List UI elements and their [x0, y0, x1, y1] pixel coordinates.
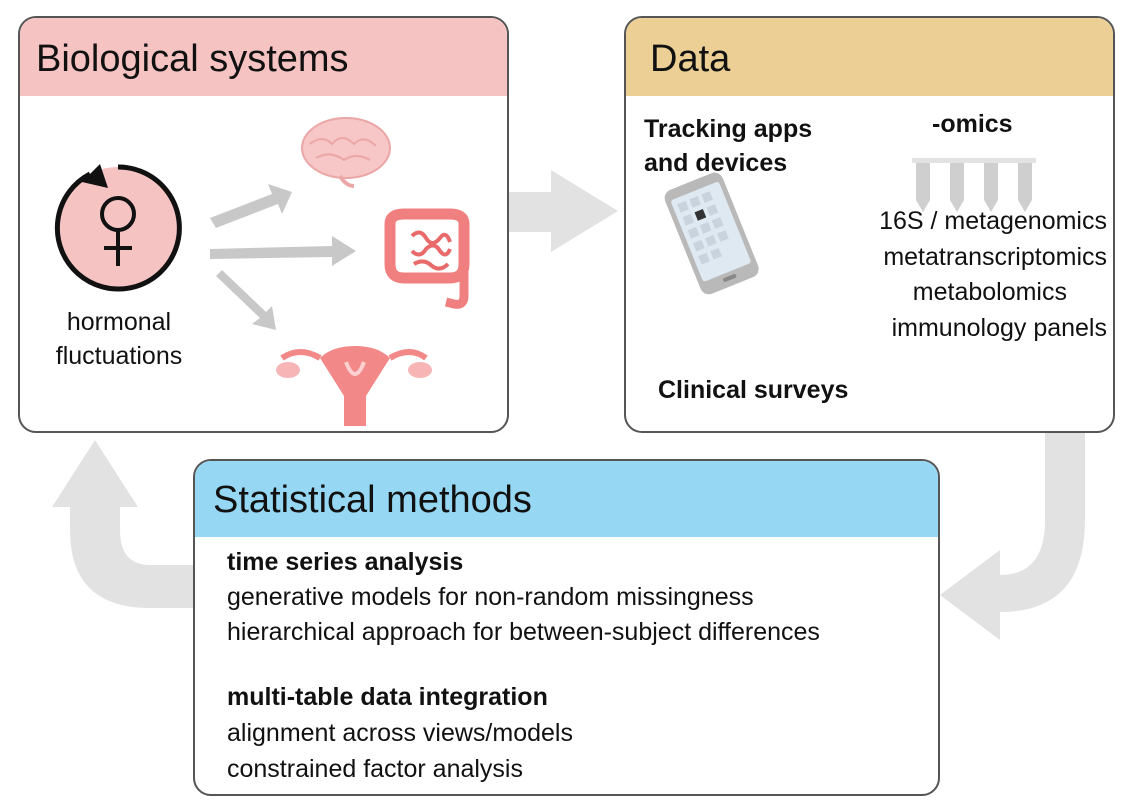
arrow-data-to-stats	[940, 433, 1085, 640]
female-symbol-icon	[54, 164, 182, 292]
omics-title: -omics	[932, 110, 1013, 138]
omics-item: metatranscriptomics	[883, 242, 1107, 271]
methods-section-time-series: time series analysis generative models f…	[227, 545, 820, 650]
intestine-icon	[384, 208, 470, 309]
biological-illustration	[54, 117, 470, 426]
method-item: hierarchical approach for between-subjec…	[227, 618, 820, 646]
brain-icon	[301, 117, 391, 188]
method-item: alignment across views/models	[227, 719, 573, 747]
tracking-line-2: and devices	[644, 149, 788, 177]
cycle-label-line-1: hormonal	[66, 308, 172, 336]
statistical-methods-title: Statistical methods	[195, 461, 938, 537]
arrow-stats-to-bio	[52, 440, 193, 608]
data-title: Data	[626, 18, 1113, 96]
data-illustration	[664, 158, 1036, 295]
section-heading: time series analysis	[227, 548, 464, 576]
section-heading: multi-table data integration	[227, 683, 548, 711]
tracking-line-1: Tracking apps	[644, 115, 813, 143]
statistical-methods-panel: Statistical methods time series analysis…	[193, 459, 940, 796]
method-item: constrained factor analysis	[227, 755, 523, 783]
organ-arrows	[210, 184, 356, 330]
clinical-surveys-label: Clinical surveys	[658, 376, 849, 404]
cycle-label: hormonal fluctuations	[20, 305, 218, 373]
biological-systems-title: Biological systems	[20, 18, 507, 96]
uterus-icon	[276, 346, 432, 426]
omics-item: metabolomics	[912, 278, 1067, 306]
methods-section-integration: multi-table data integration alignment a…	[227, 679, 573, 787]
cycle-label-line-2: fluctuations	[55, 342, 183, 370]
biological-systems-panel: Biological systems	[18, 16, 509, 433]
omics-list: 16S / metagenomics metatranscriptomics m…	[879, 204, 1107, 346]
data-panel: Data Tracking apps and devices -omics	[624, 16, 1115, 433]
test-tubes-icon	[912, 158, 1036, 212]
omics-item: 16S / metagenomics	[879, 207, 1107, 235]
omics-item: immunology panels	[891, 313, 1107, 342]
phone-icon	[664, 172, 759, 295]
arrow-bio-to-data	[509, 170, 618, 252]
method-item: generative models for non-random missing…	[227, 583, 754, 611]
tracking-apps-label: Tracking apps and devices	[644, 112, 812, 180]
